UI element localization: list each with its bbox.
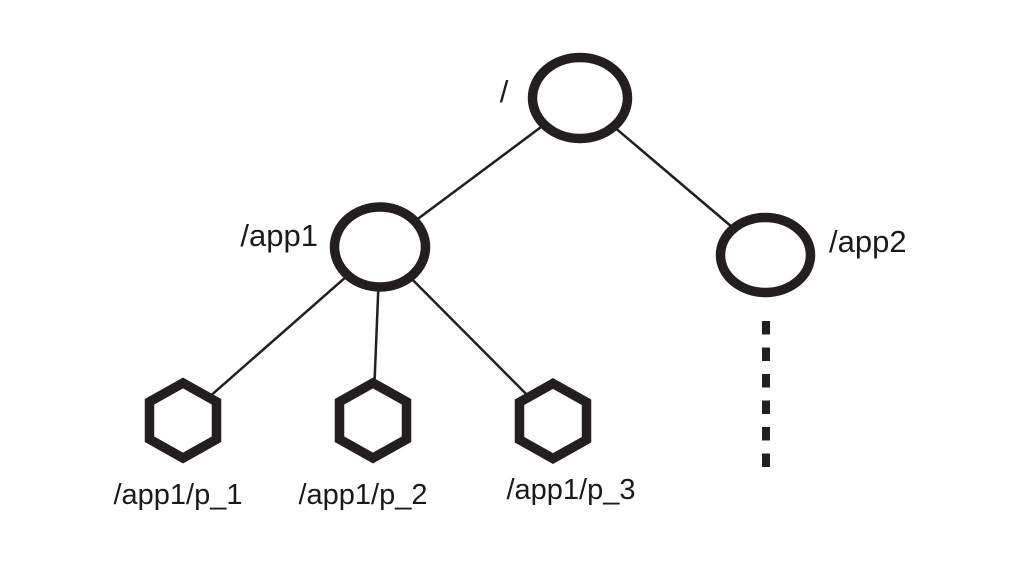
root-node-label: / bbox=[499, 74, 509, 109]
app1-p1-node-hexagon bbox=[144, 377, 222, 464]
app1-p1-node-label: /app1/p_1 bbox=[113, 479, 243, 511]
app2-node-label: /app2 bbox=[829, 224, 907, 259]
app2-node-circle bbox=[715, 212, 816, 298]
root-node-circle bbox=[527, 52, 633, 144]
app1-p2-node-label: /app1/p_2 bbox=[298, 479, 428, 511]
app1-p3-node-label: /app1/p_3 bbox=[506, 474, 636, 506]
app1-p3-node-hexagon bbox=[514, 378, 592, 464]
app1-node-label: /app1 bbox=[240, 218, 318, 253]
app1-node-circle bbox=[329, 202, 431, 292]
app1-p2-node-hexagon bbox=[334, 377, 412, 464]
